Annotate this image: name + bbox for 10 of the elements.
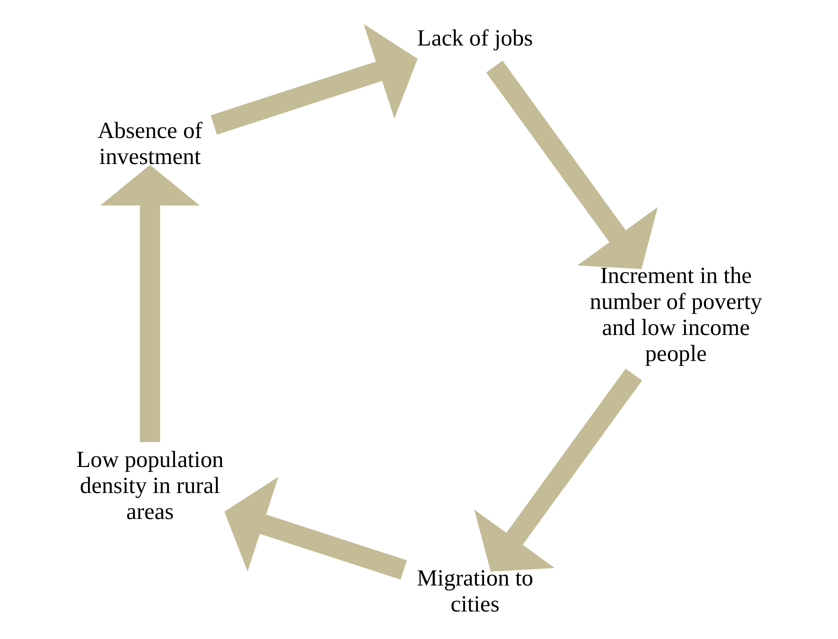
node-text: Low population density in rural areas — [76, 446, 224, 526]
arrow — [100, 164, 200, 442]
arrow — [210, 24, 418, 135]
arrow — [224, 476, 406, 580]
node-text: Increment in the number of poverty and low income people — [589, 262, 762, 368]
arrow — [486, 60, 658, 270]
node-text: Migration to cities — [416, 566, 533, 618]
node-text: Lack of jobs — [416, 26, 532, 52]
arrow — [474, 368, 642, 572]
node-text: Absence of investment — [97, 118, 202, 170]
